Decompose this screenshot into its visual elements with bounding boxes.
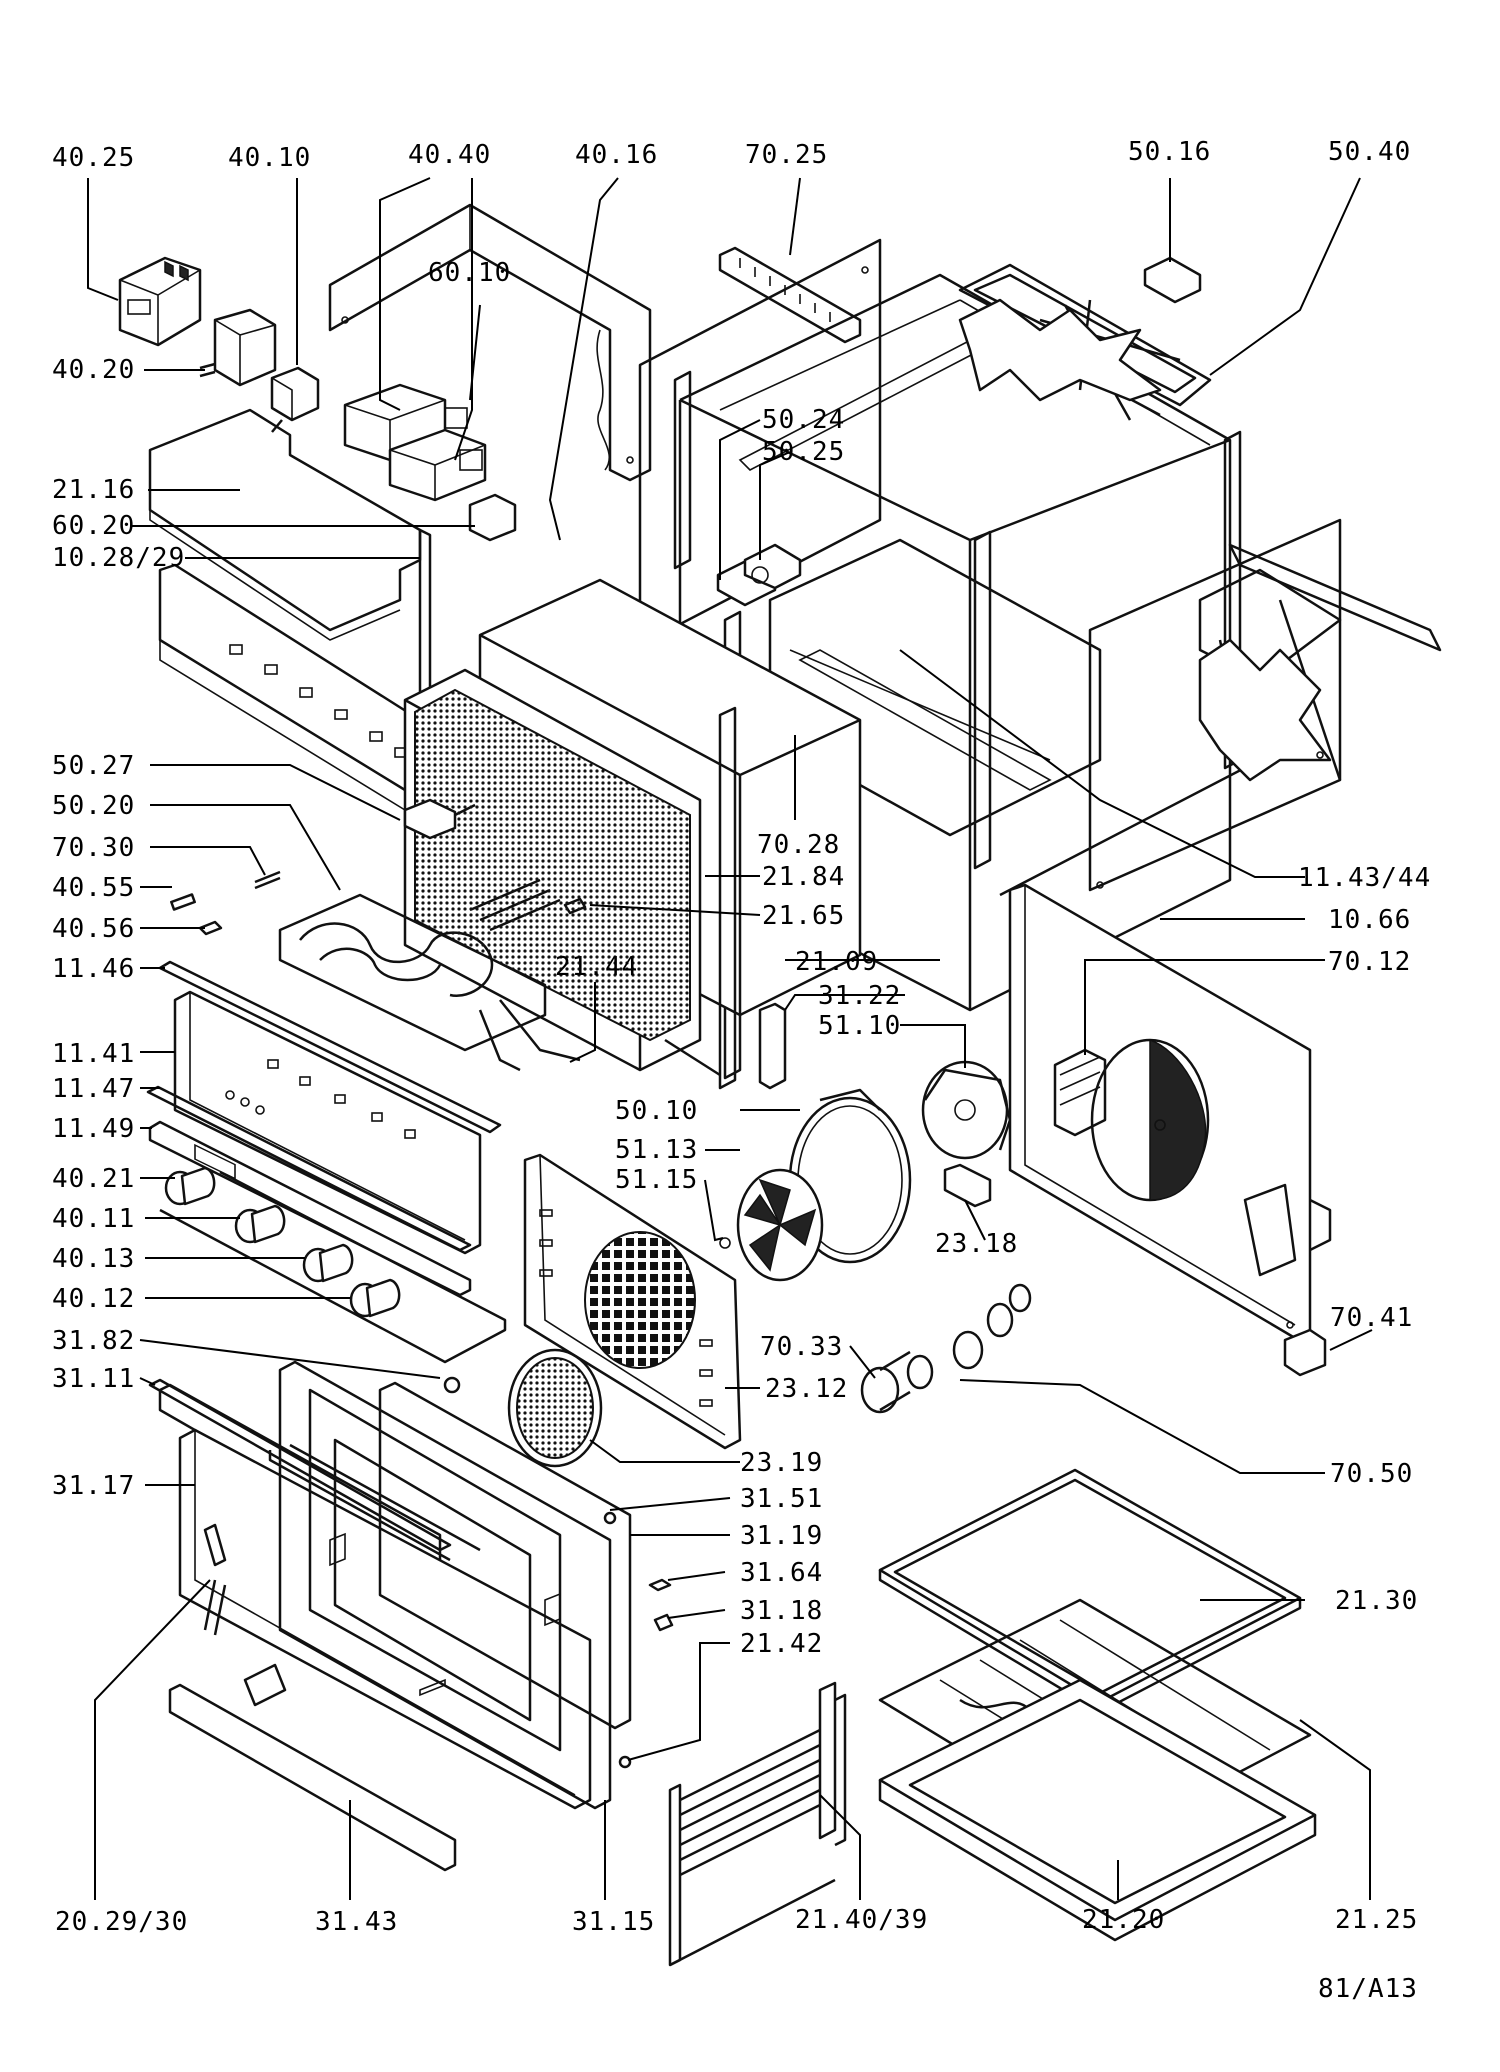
part-label: 11.46 [52,954,135,984]
part-drawings [118,203,1442,1967]
part-label: 31.18 [740,1596,823,1626]
part-label: 10.28/29 [52,543,185,573]
leader-lines [87,177,1373,1900]
control-housing-cover [328,203,652,482]
part-label: 31.19 [740,1521,823,1551]
part-label: 50.20 [52,791,135,821]
bottom-heating-element [278,878,581,1072]
part-label: 50.10 [615,1096,698,1126]
top-heating-element [958,263,1212,421]
relay-parts [343,383,487,502]
selector-switch-part [199,308,277,387]
part-label: 11.43/44 [1298,863,1431,893]
part-label: 70.33 [760,1332,843,1362]
part-label: 40.55 [52,873,135,903]
part-label: 31.51 [740,1484,823,1514]
part-label: 50.24 [762,405,845,435]
part-label: 31.17 [52,1471,135,1501]
part-label: 40.20 [52,355,135,385]
fan-filter-grille [507,1348,603,1468]
part-label: 21.20 [1082,1905,1165,1935]
part-label: 20.29/30 [55,1907,188,1937]
fan-assembly [719,1088,912,1282]
control-fascia [146,960,502,1297]
part-label: 51.10 [818,1011,901,1041]
part-label: 50.25 [762,437,845,467]
part-label: 21.84 [762,862,845,892]
part-label: 70.50 [1330,1459,1413,1489]
door-bottom-trim [168,1683,457,1872]
part-label: 31.64 [740,1558,823,1588]
part-label: 40.10 [228,143,311,173]
element-bracket-part [1143,256,1202,304]
terminal-block-part [468,493,517,542]
motor-bracket [943,1163,992,1208]
part-label: 70.28 [757,830,840,860]
part-label: 50.40 [1328,137,1411,167]
side-panel-with-element [1088,518,1442,892]
part-label: 70.12 [1328,947,1411,977]
hinge-latch-part [1283,1328,1327,1377]
part-label: 23.12 [765,1374,848,1404]
part-label: 40.11 [52,1204,135,1234]
part-labels: 40.25 40.10 40.40 40.16 70.25 50.16 50.4… [52,137,1431,2004]
rear-panel [1008,883,1332,1340]
part-label: 40.13 [52,1244,135,1274]
part-label: 23.19 [740,1448,823,1478]
part-label: 23.18 [935,1229,1018,1259]
rotary-switch-part [270,366,320,433]
part-label: 60.20 [52,511,135,541]
part-label: 31.22 [818,981,901,1011]
door-small-parts [443,1376,674,1769]
fan-motor [921,1060,1012,1160]
door-inner-frame [278,1360,632,1810]
fan-cover-panel [523,1153,742,1450]
oven-door [148,1378,592,1810]
sensor-mount-parts [716,543,802,607]
oven-lamp-assembly [860,1283,1032,1414]
part-label: 21.25 [1335,1905,1418,1935]
hinge-strap-part [758,1002,787,1090]
part-label: 31.11 [52,1364,135,1394]
part-label: 11.47 [52,1074,135,1104]
part-label: 31.82 [52,1326,135,1356]
part-label: 51.13 [615,1135,698,1165]
part-label: 21.65 [762,901,845,931]
part-label: 21.44 [555,952,638,982]
part-label: 40.21 [52,1164,135,1194]
part-label: 10.66 [1328,905,1411,935]
front-switch-panel [158,563,422,812]
part-label: 31.43 [315,1907,398,1937]
part-label: 50.16 [1128,137,1211,167]
part-label: 70.41 [1330,1303,1413,1333]
part-label: 40.16 [575,140,658,170]
part-label: 70.30 [52,833,135,863]
part-label: 50.27 [52,751,135,781]
part-label: 31.15 [572,1907,655,1937]
part-label: 60.10 [428,258,511,288]
part-label: 40.25 [52,143,135,173]
part-label: 40.12 [52,1284,135,1314]
part-label: 51.15 [615,1165,698,1195]
oven-trays [878,1468,1317,1942]
part-label: 11.49 [52,1114,135,1144]
part-label: 70.25 [745,140,828,170]
part-label: 21.42 [740,1629,823,1659]
small-fasteners [170,870,587,936]
drawing-reference: 81/A13 [1318,1974,1418,2004]
part-label: 21.09 [795,947,878,977]
part-label: 21.16 [52,475,135,505]
part-label: 21.30 [1335,1586,1418,1616]
thermostat-part [403,798,476,840]
clock-module-part [118,256,202,347]
part-label: 40.40 [408,140,491,170]
part-label: 40.56 [52,914,135,944]
oven-cavity [403,578,862,1090]
control-knobs [159,1166,507,1364]
part-label: 21.40/39 [795,1905,928,1935]
part-label: 11.41 [52,1039,135,1069]
shelf-supports [668,1681,847,1967]
